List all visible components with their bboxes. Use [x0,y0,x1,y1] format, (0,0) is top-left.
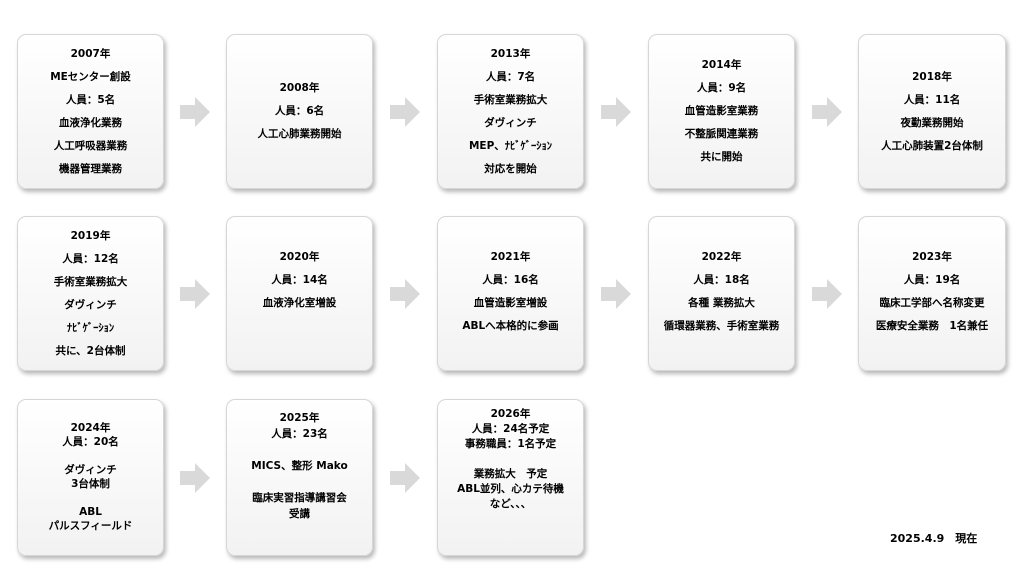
box-text-line: 医療安全業務 1名兼任 [875,320,989,332]
timeline-box-2022: 2022年人員：18名各種 業務拡大循環器業務、手術室業務 [648,216,795,371]
box-text-line: 血管造影室増設 [473,297,548,309]
year-label: 2023年 [912,251,952,263]
box-text-line: 不整脈関連業務 [684,128,759,140]
box-text-line: パルスフィールド [48,520,133,532]
arrow-right-icon [601,279,631,309]
box-text-line: 人員：5名 [65,93,116,106]
box-text-line: 人員：23名 [271,428,328,440]
timeline-box-2007: 2007年 MEセンター創設人員：5名血液浄化業務人工呼吸器業務機器管理業務 [17,34,164,189]
arrow-right-icon [812,97,842,127]
timeline-box-2019: 2019年人員：12名手術室業務拡大ダヴィンチ ﾅﾋﾞｹﾞｰｼｮﾝ 共に、2台体制 [17,216,164,371]
box-text-line: 人員：24名予定 [471,423,550,435]
timeline-box-2024: 2024年人員：20名ダヴィンチ 3台体制 ABL パルスフィールド [17,399,164,556]
year-label: 2014年 [701,59,742,71]
box-text-line: MEP、ﾅﾋﾞｹﾞｰｼｮﾝ [468,139,553,152]
box-text-line: ダヴィンチ [64,298,117,311]
timeline-box-2023: 2023年人員：19名臨床工学部へ名称変更医療安全業務 1名兼任 [858,216,1006,371]
as-of-date-label: 2025.4.9 現在 [890,532,978,545]
box-text-line: 夜勤業務開始 [900,116,964,129]
box-text-line: ABL [79,506,102,518]
year-label: 2013年 [490,47,531,60]
box-text-line: 人工心肺業務開始 [257,128,342,140]
arrow-right-icon [812,279,842,309]
box-text-line: ﾅﾋﾞｹﾞｰｼｮﾝ [66,321,115,334]
year-label: 2008年 [279,82,320,94]
box-text-line: 人工呼吸器業務 [53,139,128,152]
box-text-line: 人員：20名 [62,436,119,448]
arrow-right-icon [390,463,420,493]
box-text-line: 手術室業務拡大 [53,275,128,288]
arrow-right-icon [180,463,210,493]
box-text-line: 人員：7名 [485,70,536,83]
timeline-box-2013: 2013年人員：7名手術室業務拡大ダヴィンチ MEP、ﾅﾋﾞｹﾞｰｼｮﾝ 対応を開始 [437,34,584,189]
box-text-line: など、、、 [489,498,532,510]
arrow-right-icon [180,97,210,127]
box-text-line: 人員：9名 [696,82,747,94]
box-text-line: 事務職員：1名予定 [464,438,557,450]
box-text-line: 共に開始 [700,151,743,163]
arrow-right-icon [390,97,420,127]
year-label: 2024年 [70,422,111,434]
box-text-line: ダヴィンチ [484,116,537,129]
year-label: 2025年 [279,412,320,424]
box-text-line: 3台体制 [71,478,110,490]
box-text-line: ダヴィンチ [64,464,117,476]
timeline-box-2008: 2008年人員：6名人工心肺業務開始 [226,34,373,189]
year-label: 2020年 [279,251,320,263]
box-text-line: ABLへ本格的に参画 [462,320,559,332]
box-text-line: 人工心肺装置2台体制 [881,139,983,152]
box-text-line: 人員：19名 [903,274,961,286]
arrow-right-icon [390,279,420,309]
timeline-box-2014: 2014年人員：9名血管造影室業務不整脈関連業務共に開始 [648,34,795,189]
arrow-right-icon [601,97,631,127]
arrow-right-icon [180,279,210,309]
timeline-box-2025: 2025年人員：23名 MICS、整形 Mako 臨床実習指導講習会受講 [226,399,373,556]
box-text-line: 人員：18名 [693,274,750,286]
box-text-line: 人員：16名 [482,274,539,286]
box-text-line: 各種 業務拡大 [688,297,755,309]
year-label: 2007年 [70,47,111,60]
box-text-line: 手術室業務拡大 [473,93,548,106]
box-text-line: 人員：11名 [903,93,961,106]
box-text-line: 人員：14名 [271,274,328,286]
box-text-line: 機器管理業務 [59,162,122,175]
year-label: 2021年 [490,251,531,263]
box-text-line: 循環器業務、手術室業務 [663,320,780,332]
box-text-line: 人員：12名 [62,252,119,265]
box-text-line: 血液浄化室増設 [262,297,337,309]
box-text-line: MICS、整形 Mako [251,460,348,472]
box-text-line: MEセンター創設 [50,70,131,83]
box-text-line: 共に、2台体制 [55,344,126,357]
timeline-box-2020: 2020年人員：14名血液浄化室増設 [226,216,373,371]
timeline-box-2026: 2026年人員：24名予定事務職員：1名予定業務拡大 予定 ABL並列、心カテ待機… [437,399,584,556]
box-text-line: 受講 [289,508,310,520]
year-label: 2018年 [912,70,952,83]
year-label: 2022年 [701,251,742,263]
box-text-line: 対応を開始 [484,162,537,175]
box-text-line: 血液浄化業務 [59,116,122,129]
year-label: 2026年 [490,408,531,420]
box-text-line: 臨床工学部へ名称変更 [879,297,985,309]
timeline-box-2021: 2021年人員：16名血管造影室増設 ABLへ本格的に参画 [437,216,584,371]
timeline-box-2018: 2018年人員：11名夜勤業務開始人工心肺装置2台体制 [858,34,1006,189]
box-text-line: 業務拡大 予定 [473,468,548,480]
box-text-line: 人員：6名 [274,105,325,117]
year-label: 2019年 [70,229,111,242]
box-text-line: ABL並列、心カテ待機 [457,483,564,495]
box-text-line: 臨床実習指導講習会 [252,492,347,504]
box-text-line: 血管造影室業務 [684,105,759,117]
